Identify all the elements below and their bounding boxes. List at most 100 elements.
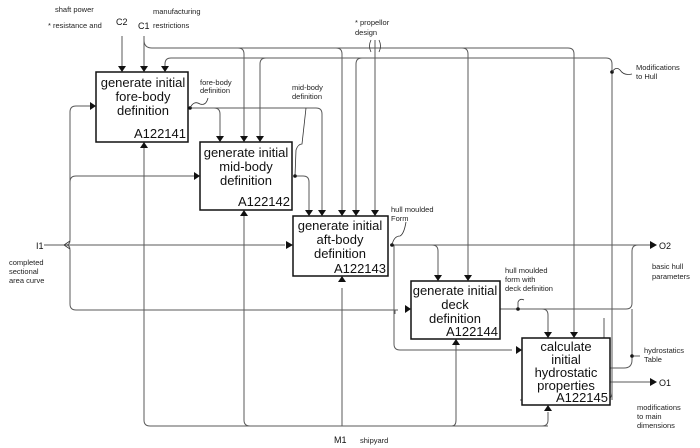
wire-i1-up xyxy=(65,105,92,246)
m1-code: M1 xyxy=(334,435,347,445)
wire-hull-form-down xyxy=(393,245,512,351)
propeller-label-line2: design xyxy=(355,28,377,37)
arrow-down-icon xyxy=(216,136,224,142)
box-id: A122143 xyxy=(334,261,386,276)
box-title-line: generate initial xyxy=(101,75,186,90)
hull-deck-label-line: form with xyxy=(505,275,535,284)
forebody-label-line: fore-body xyxy=(200,78,232,87)
mod-hull-label-line: to Hull xyxy=(636,72,658,81)
midbody-label-line: definition xyxy=(292,92,322,101)
wire-mod-hull-b2 xyxy=(259,57,267,140)
c2-label-line2: * resistance and xyxy=(48,21,102,30)
box-id: A122141 xyxy=(134,126,186,141)
arrow-right-icon xyxy=(286,241,293,249)
box-id: A122144 xyxy=(446,324,498,339)
box-title-line: fore-body xyxy=(116,89,171,104)
arrow-down-icon xyxy=(434,275,442,281)
arrow-up-icon xyxy=(544,405,552,411)
wire-i1-box2 xyxy=(69,175,194,183)
arrow-right-icon xyxy=(405,305,411,313)
wire-deck-to-hydro xyxy=(520,308,549,340)
external-labels: shaft power * resistance and C2 C1 manuf… xyxy=(9,5,690,445)
activity-box-a122144[interactable]: generate initial deck definition A122144 xyxy=(410,280,501,340)
arrow-up-icon xyxy=(452,339,460,345)
wire-c1-to-hydro xyxy=(462,47,575,340)
activity-box-a122143[interactable]: generate initial aft-body definition A12… xyxy=(292,215,389,277)
box-title-line: definition xyxy=(314,246,366,261)
box-title-line: generate initial xyxy=(298,218,383,233)
arrow-down-icon xyxy=(352,210,360,216)
c1-label-line1: manufacturing xyxy=(153,7,201,16)
midbody-label-line: mid-body xyxy=(292,83,323,92)
box-title-line: generate initial xyxy=(413,283,498,298)
wire-m1-box1 xyxy=(143,134,151,427)
wire-m1-box2 xyxy=(243,212,251,427)
propeller-label-line1: * propellor xyxy=(355,18,390,27)
arrow-up-icon xyxy=(140,142,148,148)
wire-o2-bundle xyxy=(625,244,639,310)
arrow-down-icon xyxy=(338,210,346,216)
label-connectors xyxy=(63,39,640,358)
arrow-right-icon xyxy=(194,172,200,180)
arrow-up-icon xyxy=(338,276,346,282)
arrow-down-icon xyxy=(318,210,326,216)
box-title-line: initial xyxy=(551,352,581,367)
arrow-down-icon xyxy=(256,136,264,142)
wire-mod-hull-b3 xyxy=(355,57,363,212)
arrow-down-icon xyxy=(118,66,126,72)
box-title-line: definition xyxy=(220,173,272,188)
box-title-line: definition xyxy=(117,103,169,118)
box-title-line: calculate xyxy=(540,339,591,354)
arrow-right-icon xyxy=(650,378,657,386)
activity-box-a122145[interactable]: calculate initial hydrostatic properties… xyxy=(521,337,611,406)
box-title-line: deck xyxy=(441,297,469,312)
o1-label-line: to main xyxy=(637,412,662,421)
arrow-down-icon xyxy=(140,66,148,72)
box-title-line: properties xyxy=(537,378,595,393)
box-title-line: definition xyxy=(429,311,481,326)
tunnel-bracket-icon xyxy=(369,39,381,53)
i1-label-line: completed xyxy=(9,258,44,267)
o1-code: O1 xyxy=(659,378,671,388)
wire-m1-box4 xyxy=(451,342,457,427)
wire-hydro-to-o2 xyxy=(590,309,633,369)
hydro-table-label-line: hydrostatics xyxy=(644,346,684,355)
box-title-line: aft-body xyxy=(317,232,364,247)
arrow-down-icon xyxy=(305,210,313,216)
hull-deck-label-line: hull moulded xyxy=(505,266,548,275)
arrow-right-icon xyxy=(516,346,522,354)
o2-label-line: parameters xyxy=(652,272,690,281)
o1-label-line: dimensions xyxy=(637,421,675,430)
arrow-up-icon xyxy=(240,210,248,216)
m1-label: shipyard xyxy=(360,436,388,445)
arrow-down-icon xyxy=(161,66,169,72)
box-id: A122142 xyxy=(238,194,290,209)
mod-hull-label-line: Modifications xyxy=(636,63,680,72)
c2-label-line1: shaft power xyxy=(55,5,94,14)
o2-code: O2 xyxy=(659,241,671,251)
wire-i1-down xyxy=(65,244,398,311)
hull-deck-label-line: deck definition xyxy=(505,284,553,293)
hull-form-label-line: Form xyxy=(391,214,409,223)
arrow-down-icon xyxy=(570,332,578,338)
hydro-table-label-line: Table xyxy=(644,355,662,364)
wire-forebody-to-box2 xyxy=(190,107,221,140)
wire-hull-form-deck xyxy=(431,244,439,276)
arrow-down-icon xyxy=(240,136,248,142)
activity-box-a122142[interactable]: generate initial mid-body definition A12… xyxy=(199,141,293,211)
wire-forebody-to-box3 xyxy=(214,107,323,212)
c1-label-line2: restrictions xyxy=(153,21,190,30)
wire-midbody-to-box3 xyxy=(295,175,310,212)
c2-code: C2 xyxy=(116,17,128,27)
i1-label-line: sectional xyxy=(9,267,39,276)
arrowheads xyxy=(90,66,657,411)
arrow-right-icon xyxy=(90,102,96,110)
i1-code: I1 xyxy=(36,241,44,251)
box-title-line: mid-body xyxy=(219,159,273,174)
arrow-down-icon xyxy=(464,275,472,281)
c1-code: C1 xyxy=(138,21,150,31)
activity-box-a122141[interactable]: generate initial fore-body definition A1… xyxy=(95,71,189,143)
i1-label-line: area curve xyxy=(9,276,44,285)
hull-form-label-line: hull moulded xyxy=(391,205,434,214)
